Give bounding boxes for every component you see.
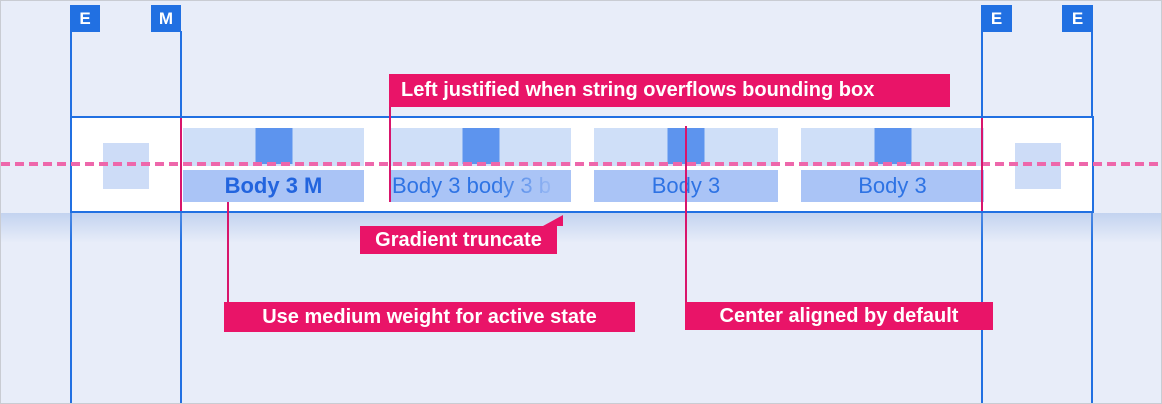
margin-marker-m: M <box>151 5 181 32</box>
pointer-medium-weight <box>227 202 229 302</box>
margin-marker-e-right2: E <box>1062 5 1093 32</box>
tab-area-right-edge-line <box>981 118 983 211</box>
margin-guideline-right-e1 <box>981 31 983 403</box>
tab-icon-bounding-box <box>183 128 364 166</box>
callout-gradient-truncate-text: Gradient truncate <box>375 228 542 251</box>
margin-guideline-left-e <box>70 31 72 403</box>
tab-label-truncated: Body 3 body 3 b <box>390 170 571 202</box>
tab-overflow[interactable]: Body 3 body 3 b <box>390 128 571 202</box>
tab-area-left-edge-line <box>180 118 182 211</box>
tab-icon-bounding-box <box>801 128 984 166</box>
callout-center-aligned: Center aligned by default <box>685 302 993 330</box>
margin-guideline-left-m <box>180 31 182 403</box>
callout-gradient-truncate: Gradient truncate <box>360 215 563 254</box>
tab-icon-bounding-box <box>390 128 571 166</box>
callout-medium-weight: Use medium weight for active state <box>224 302 635 332</box>
tab-active[interactable]: Body 3 M <box>183 128 364 202</box>
gradient-truncate-overlay <box>493 170 571 202</box>
pointer-center-aligned <box>685 126 687 302</box>
tab-icon-placeholder <box>462 128 499 164</box>
tab-icon-placeholder <box>255 128 292 164</box>
tab-icon-placeholder <box>874 128 911 164</box>
callout-caret-icon <box>543 215 563 226</box>
margin-marker-e-right1: E <box>981 5 1012 32</box>
tab-default-2[interactable]: Body 3 <box>801 128 984 202</box>
tab-label: Body 3 <box>801 170 984 202</box>
tab-bar-shadow <box>1 213 1161 243</box>
callout-left-justified: Left justified when string overflows bou… <box>389 74 950 107</box>
tab-label: Body 3 M <box>183 170 364 202</box>
pointer-left-justified <box>389 107 391 202</box>
right-edge-icon-placeholder <box>1015 143 1061 189</box>
vertical-center-dashed-line <box>1 162 1161 166</box>
left-edge-icon-placeholder <box>103 143 149 189</box>
margin-marker-e-left: E <box>70 5 100 32</box>
margin-guideline-right-e2 <box>1091 31 1093 403</box>
